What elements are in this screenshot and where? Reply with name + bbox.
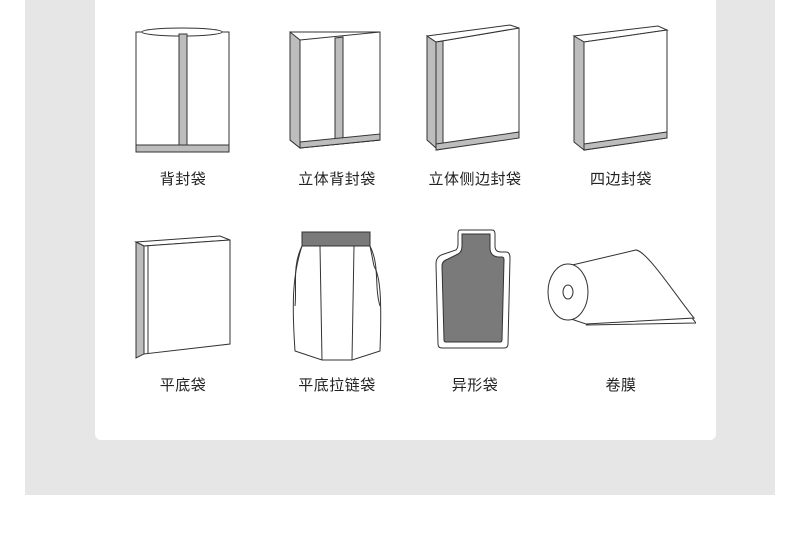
product-label: 背封袋: [159, 170, 207, 188]
four-side-seal-bag-icon: [572, 25, 669, 152]
product-back-seal-bag: 背封袋: [108, 20, 258, 210]
product-label: 立体侧边封袋: [428, 170, 522, 188]
film-roll-icon: [547, 249, 696, 326]
product-label: 平底拉链袋: [298, 376, 376, 394]
product-label: 异形袋: [451, 376, 499, 394]
product-shaped-bag: 异形袋: [400, 226, 550, 416]
product-label: 四边封袋: [589, 170, 652, 188]
shaped-bag-icon: [435, 229, 511, 349]
back-seal-bag-icon: [135, 27, 230, 153]
product-gusset-back-seal-bag: 立体背封袋: [262, 20, 412, 210]
product-label: 平底袋: [159, 376, 207, 394]
product-flat-bottom-bag: 平底袋: [108, 226, 258, 416]
flat-bottom-zipper-bag-icon: [292, 231, 382, 361]
product-film-roll: 卷膜: [546, 226, 696, 416]
flat-bottom-bag-icon: [134, 235, 231, 359]
gusset-side-seal-bag-icon: [425, 24, 520, 151]
product-flat-bottom-zipper-bag: 平底拉链袋: [262, 226, 412, 416]
product-label: 立体背封袋: [298, 170, 376, 188]
product-four-side-seal-bag: 四边封袋: [546, 20, 696, 210]
product-gusset-side-seal-bag: 立体侧边封袋: [400, 20, 550, 210]
gusset-back-seal-bag-icon: [289, 30, 381, 150]
product-label: 卷膜: [605, 376, 637, 394]
